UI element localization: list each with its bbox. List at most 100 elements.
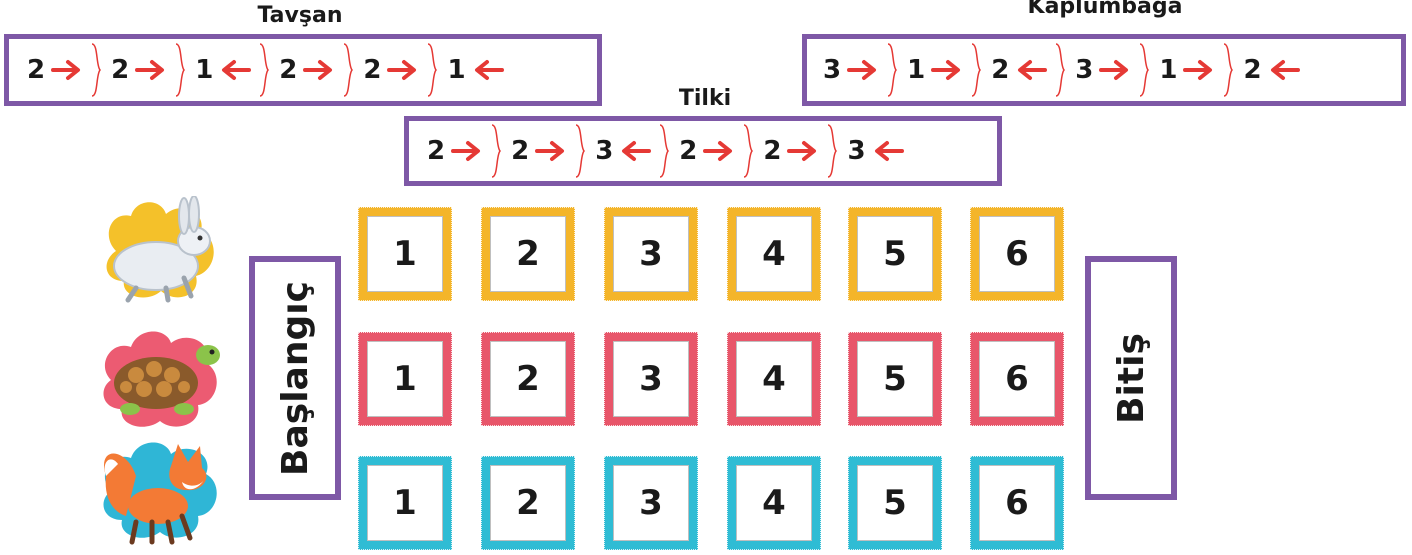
arrow-right-icon <box>1099 59 1131 81</box>
tilki-title: Tilki <box>640 86 770 111</box>
step-count: 2 <box>763 136 781 166</box>
tavsan-step: 2 <box>111 39 195 101</box>
brace-separator <box>1047 43 1075 97</box>
kaplumbaga-title: Kaplumbağa <box>1010 0 1200 19</box>
kaplumbaga-step: 2 <box>1243 39 1299 101</box>
fox-icon <box>96 436 226 546</box>
step-count: 2 <box>679 136 697 166</box>
kaplumbaga-step: 1 <box>1159 39 1243 101</box>
brace-separator <box>1131 43 1159 97</box>
tilki-step: 3 <box>847 121 903 181</box>
kaplumbaga-step: 1 <box>907 39 991 101</box>
end-box: Bitiş <box>1085 256 1177 500</box>
board-cell: 3 <box>604 456 698 550</box>
board-cell: 6 <box>970 332 1064 426</box>
arrow-right-icon <box>303 59 335 81</box>
brace-separator <box>167 43 195 97</box>
step-count: 1 <box>1159 55 1177 85</box>
tavsan-step: 1 <box>447 39 503 101</box>
tilki-step: 3 <box>595 121 679 181</box>
end-label: Bitiş <box>1111 333 1152 424</box>
board-cell: 5 <box>848 456 942 550</box>
step-count: 2 <box>991 55 1009 85</box>
step-count: 1 <box>907 55 925 85</box>
board-cell: 2 <box>481 332 575 426</box>
board-cell: 2 <box>481 456 575 550</box>
rabbit-icon <box>96 196 226 306</box>
brace-separator <box>335 43 363 97</box>
arrow-left-icon <box>619 140 651 162</box>
brace-separator <box>651 124 679 178</box>
start-label: Başlangıç <box>275 281 316 476</box>
tilki-step: 2 <box>427 121 511 181</box>
kaplumbaga-step: 3 <box>823 39 907 101</box>
kaplumbaga-step: 2 <box>991 39 1075 101</box>
board-cell: 1 <box>358 207 452 301</box>
board-cell: 4 <box>727 456 821 550</box>
board-cell: 1 <box>358 332 452 426</box>
brace-separator <box>483 124 511 178</box>
brace-separator <box>251 43 279 97</box>
brace-separator <box>1215 43 1243 97</box>
arrow-left-icon <box>1268 59 1300 81</box>
arrow-right-icon <box>135 59 167 81</box>
kaplumbaga-sequence-box: 3 1 2 3 1 2 <box>802 34 1406 106</box>
step-count: 2 <box>279 55 297 85</box>
brace-separator <box>735 124 763 178</box>
start-box: Başlangıç <box>249 256 341 500</box>
step-count: 2 <box>427 136 445 166</box>
arrow-right-icon <box>787 140 819 162</box>
step-count: 2 <box>511 136 529 166</box>
board-cell: 3 <box>604 207 698 301</box>
arrow-right-icon <box>931 59 963 81</box>
brace-separator <box>819 124 847 178</box>
tavsan-title: Tavşan <box>230 3 370 28</box>
step-count: 3 <box>823 55 841 85</box>
step-count: 3 <box>847 136 865 166</box>
board-cell: 3 <box>604 332 698 426</box>
tilki-sequence-box: 2 2 3 2 2 3 <box>404 116 1002 186</box>
tavsan-step: 2 <box>363 39 447 101</box>
arrow-left-icon <box>219 59 251 81</box>
board-cell: 1 <box>358 456 452 550</box>
step-count: 1 <box>195 55 213 85</box>
board-cell: 5 <box>848 207 942 301</box>
step-count: 1 <box>447 55 465 85</box>
tilki-step: 2 <box>511 121 595 181</box>
brace-separator <box>83 43 111 97</box>
brace-separator <box>567 124 595 178</box>
tavsan-step: 1 <box>195 39 279 101</box>
step-count: 2 <box>363 55 381 85</box>
board-cell: 6 <box>970 207 1064 301</box>
board-cell: 4 <box>727 332 821 426</box>
step-count: 3 <box>1075 55 1093 85</box>
arrow-right-icon <box>703 140 735 162</box>
arrow-right-icon <box>387 59 419 81</box>
board-cell: 6 <box>970 456 1064 550</box>
arrow-right-icon <box>51 59 83 81</box>
brace-separator <box>963 43 991 97</box>
arrow-left-icon <box>872 140 904 162</box>
brace-separator <box>419 43 447 97</box>
step-count: 2 <box>111 55 129 85</box>
tavsan-step: 2 <box>279 39 363 101</box>
board-cell: 4 <box>727 207 821 301</box>
arrow-right-icon <box>1183 59 1215 81</box>
kaplumbaga-step: 3 <box>1075 39 1159 101</box>
tavsan-sequence-box: 2 2 1 2 2 1 <box>4 34 602 106</box>
board-cell: 5 <box>848 332 942 426</box>
step-count: 2 <box>27 55 45 85</box>
arrow-left-icon <box>1015 59 1047 81</box>
arrow-left-icon <box>472 59 504 81</box>
step-count: 3 <box>595 136 613 166</box>
tilki-step: 2 <box>679 121 763 181</box>
arrow-right-icon <box>451 140 483 162</box>
tilki-step: 2 <box>763 121 847 181</box>
tavsan-step: 2 <box>27 39 111 101</box>
arrow-right-icon <box>535 140 567 162</box>
board-cell: 2 <box>481 207 575 301</box>
turtle-icon <box>96 325 226 435</box>
arrow-right-icon <box>847 59 879 81</box>
brace-separator <box>879 43 907 97</box>
step-count: 2 <box>1243 55 1261 85</box>
